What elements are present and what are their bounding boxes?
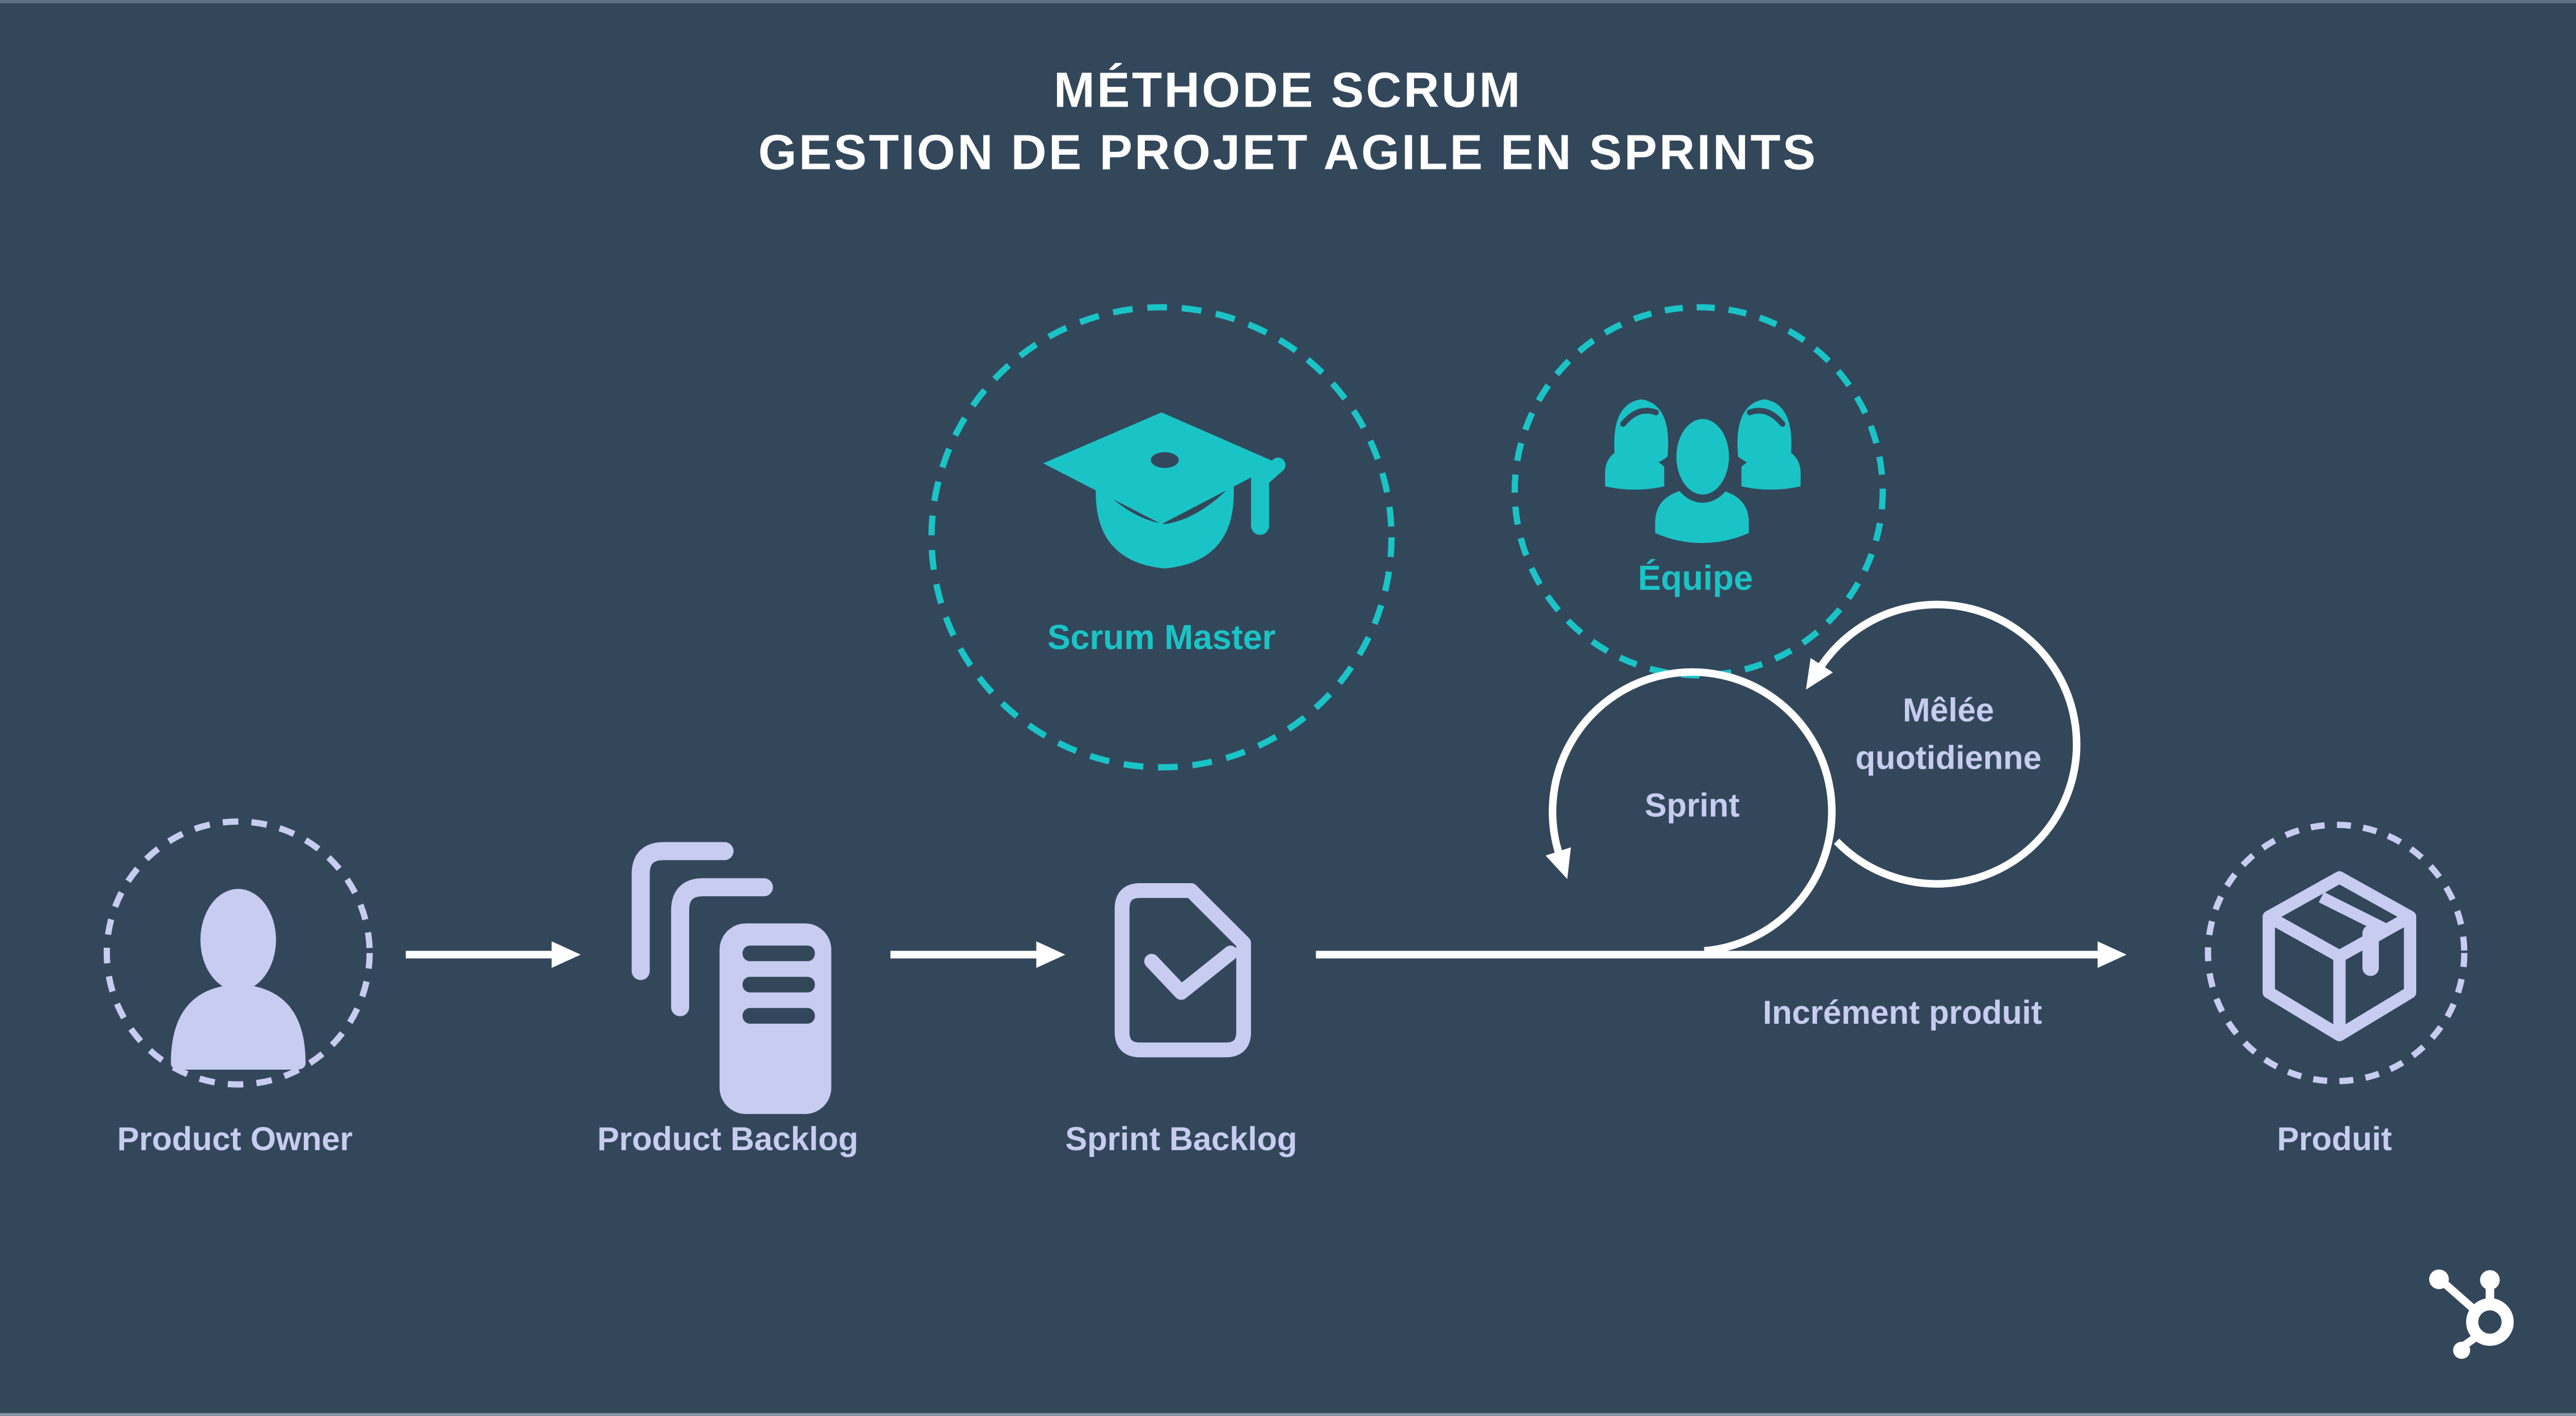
scrum-master-label: Scrum Master: [1047, 619, 1276, 658]
hubspot-sprocket-icon: [2429, 1269, 2514, 1359]
bottom-edge-strip: [0, 1413, 2576, 1416]
sprint-loop-label: Sprint: [1644, 788, 1740, 825]
person-icon: [171, 889, 306, 1070]
sprint-loop-arrow: [1546, 668, 1836, 955]
product-owner-dashed-circle: [103, 818, 373, 1088]
team-icon: [1605, 399, 1801, 552]
sprint-backlog-label: Sprint Backlog: [1065, 1122, 1297, 1159]
document-check-icon: [1114, 883, 1251, 1058]
produit-label: Produit: [2277, 1122, 2392, 1159]
melee-loop-arrow: [1806, 600, 2081, 888]
graduation-cap-icon: [1043, 412, 1286, 569]
product-backlog-label: Product Backlog: [597, 1122, 859, 1159]
equipe-label: Équipe: [1637, 560, 1753, 599]
melee-loop-label: Mêlée quotidienne: [1855, 689, 2041, 784]
produit-dashed-circle: [2205, 821, 2468, 1084]
scrum-master-dashed-circle: [928, 304, 1395, 771]
top-edge-strip: [0, 0, 2576, 3]
product-owner-label: Product Owner: [117, 1122, 353, 1159]
title-line-2: GESTION DE PROJET AGILE EN SPRINTS: [758, 126, 1818, 181]
melee-label-line-2: quotidienne: [1855, 741, 2042, 778]
melee-label-line-1: Mêlée: [1903, 693, 1994, 730]
documents-stack-icon: [631, 842, 831, 1114]
package-box-icon: [2263, 871, 2417, 1041]
increment-produit-label: Incrément produit: [1763, 995, 2042, 1032]
title-line-1: MÉTHODE SCRUM: [1054, 64, 1522, 118]
page-title: MÉTHODE SCRUM GESTION DE PROJET AGILE EN…: [758, 61, 1818, 185]
